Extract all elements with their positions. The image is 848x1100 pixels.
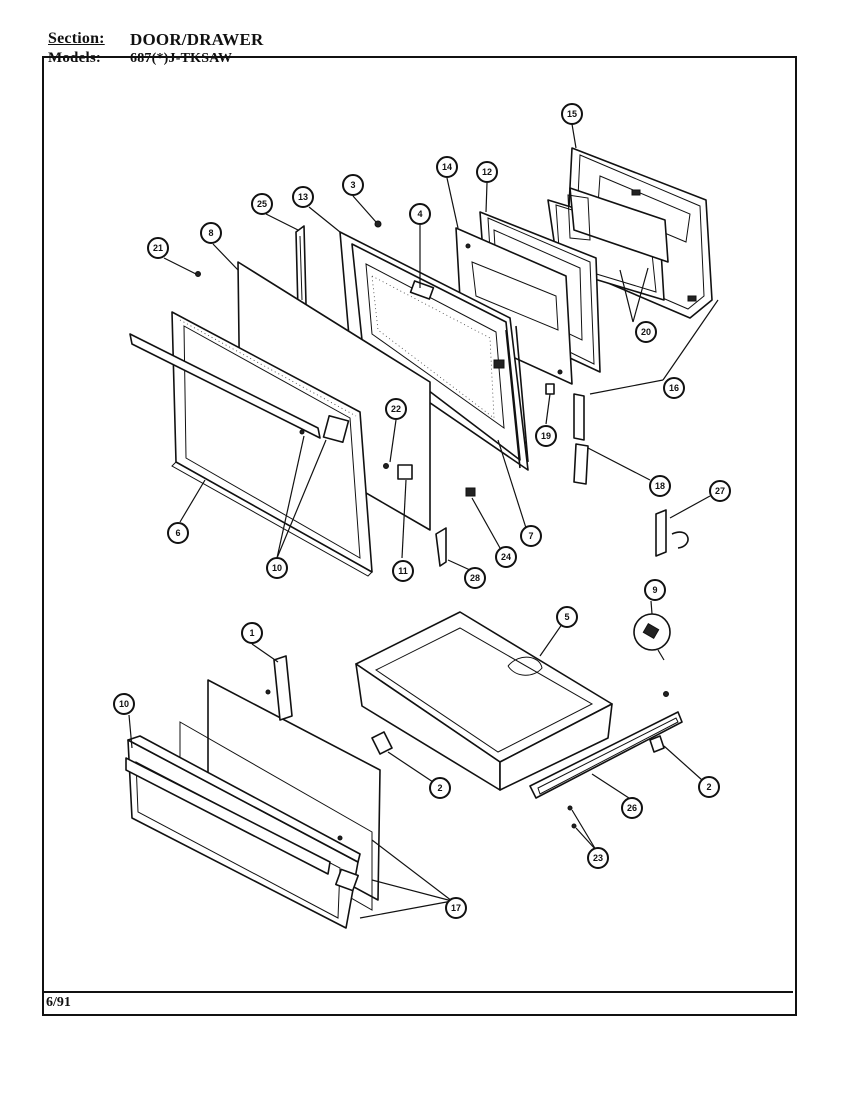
callout-8: 8 xyxy=(200,222,222,244)
svg-text:2: 2 xyxy=(437,783,442,793)
callout-5: 5 xyxy=(556,606,578,628)
callout-21: 21 xyxy=(147,237,169,259)
callout-3: 3 xyxy=(342,174,364,196)
svg-text:5: 5 xyxy=(564,612,569,622)
drawer-roller xyxy=(633,613,671,651)
models-value: 687(*)J-TKSAW xyxy=(130,51,233,66)
callout-4: 4 xyxy=(409,203,431,225)
callout-19: 19 xyxy=(535,425,557,447)
callout-10-drawer: 10 xyxy=(113,693,135,715)
svg-text:13: 13 xyxy=(298,192,308,202)
svg-text:15: 15 xyxy=(567,109,577,119)
callout-14: 14 xyxy=(436,156,458,178)
drawer-glide-block xyxy=(371,731,665,755)
callout-12: 12 xyxy=(476,161,498,183)
callout-26: 26 xyxy=(621,797,643,819)
callout-22: 22 xyxy=(385,398,407,420)
callout-9: 9 xyxy=(644,579,666,601)
svg-text:24: 24 xyxy=(501,552,511,562)
svg-text:17: 17 xyxy=(451,903,461,913)
door-latch xyxy=(655,509,689,557)
drawer-box xyxy=(355,611,613,791)
svg-text:1: 1 xyxy=(249,628,254,638)
svg-text:25: 25 xyxy=(257,199,267,209)
svg-text:21: 21 xyxy=(153,243,163,253)
callout-18: 18 xyxy=(649,475,671,497)
section-title: DOOR/DRAWER xyxy=(130,30,264,49)
svg-text:2: 2 xyxy=(706,782,711,792)
svg-text:10: 10 xyxy=(272,563,282,573)
drawer-slide-rail xyxy=(529,691,683,829)
svg-text:27: 27 xyxy=(715,486,725,496)
callout-17: 17 xyxy=(445,897,467,919)
svg-text:18: 18 xyxy=(655,481,665,491)
svg-text:4: 4 xyxy=(417,209,422,219)
svg-text:16: 16 xyxy=(669,383,679,393)
door-label-and-clip xyxy=(397,464,476,567)
svg-text:9: 9 xyxy=(652,585,657,595)
door-frame xyxy=(339,231,529,471)
callout-28: 28 xyxy=(464,567,486,589)
callout-20-door: 20 xyxy=(635,321,657,343)
callout-7: 7 xyxy=(520,525,542,547)
callout-6: 6 xyxy=(167,522,189,544)
footer-divider xyxy=(42,991,793,993)
callout-23: 23 xyxy=(587,847,609,869)
door-hinge-rod xyxy=(295,225,307,311)
svg-text:12: 12 xyxy=(482,167,492,177)
outer-door-panel xyxy=(129,311,373,577)
svg-text:23: 23 xyxy=(593,853,603,863)
callout-2-left: 2 xyxy=(429,777,451,799)
svg-text:19: 19 xyxy=(541,431,551,441)
svg-text:11: 11 xyxy=(398,566,408,576)
callout-27: 27 xyxy=(709,480,731,502)
callout-13: 13 xyxy=(292,186,314,208)
callout-1: 1 xyxy=(241,622,263,644)
callout-24: 24 xyxy=(495,546,517,568)
diagram-frame xyxy=(42,56,797,1016)
callout-15: 15 xyxy=(561,103,583,125)
svg-text:26: 26 xyxy=(627,803,637,813)
svg-text:8: 8 xyxy=(208,228,213,238)
footer-date: 6/91 xyxy=(46,995,71,1010)
door-glass-panes xyxy=(547,187,669,301)
leader-lines xyxy=(128,123,719,919)
svg-text:6: 6 xyxy=(175,528,180,538)
svg-text:10: 10 xyxy=(119,699,129,709)
svg-text:22: 22 xyxy=(391,404,401,414)
callout-2-right: 2 xyxy=(698,776,720,798)
svg-text:7: 7 xyxy=(528,531,533,541)
section-label: Section: xyxy=(48,30,105,47)
drawer-front-assembly xyxy=(125,655,381,929)
models-label: Models: xyxy=(48,50,102,66)
door-hardware xyxy=(545,383,589,485)
svg-text:14: 14 xyxy=(442,162,452,172)
svg-text:28: 28 xyxy=(470,573,480,583)
svg-text:20: 20 xyxy=(641,327,651,337)
callout-10-door: 10 xyxy=(266,557,288,579)
callout-11: 11 xyxy=(392,560,414,582)
callout-16: 16 xyxy=(663,377,685,399)
svg-text:3: 3 xyxy=(350,180,355,190)
callout-25: 25 xyxy=(251,193,273,215)
